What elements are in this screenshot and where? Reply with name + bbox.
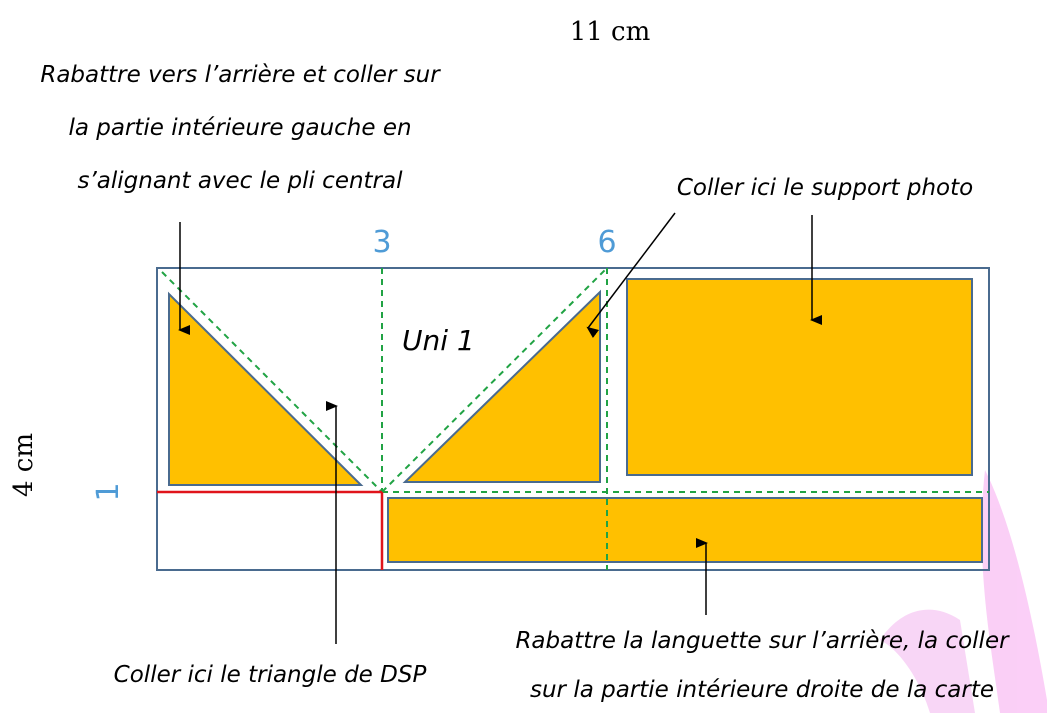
left-triangle-flap <box>168 291 364 486</box>
arrow-center-flap <box>586 212 676 339</box>
photo-support-area <box>626 278 973 476</box>
card-outline <box>156 267 990 571</box>
cut-lines <box>157 490 384 570</box>
center-triangle-flap <box>402 289 601 483</box>
pink-watermark <box>880 470 1047 713</box>
annotation-arrows <box>178 212 822 644</box>
fold-lines <box>161 267 989 570</box>
note-top-left-line-2: la partie intérieure gauche en <box>68 115 411 141</box>
note-top-left-line-1: Rabattre vers l’arrière et coller sur <box>40 62 441 88</box>
note-bottom-right-line-1: Rabattre la languette sur l’arrière, la … <box>515 628 1010 654</box>
bottom-tab <box>387 497 983 563</box>
note-top-left-line-3: s’alignant avec le pli central <box>77 168 403 194</box>
center-label: Uni 1 <box>402 324 475 357</box>
fold-marker-6: 6 <box>597 225 616 260</box>
note-top-right: Coller ici le support photo <box>677 175 973 201</box>
fold-marker-1: 1 <box>91 482 126 501</box>
fold-marker-3: 3 <box>372 225 391 260</box>
height-label: 4 cm <box>9 433 39 497</box>
width-label: 11 cm <box>570 17 651 47</box>
note-bottom-left: Coller ici le triangle de DSP <box>114 662 427 688</box>
note-bottom-right-line-2: sur la partie intérieure droite de la ca… <box>530 677 994 703</box>
